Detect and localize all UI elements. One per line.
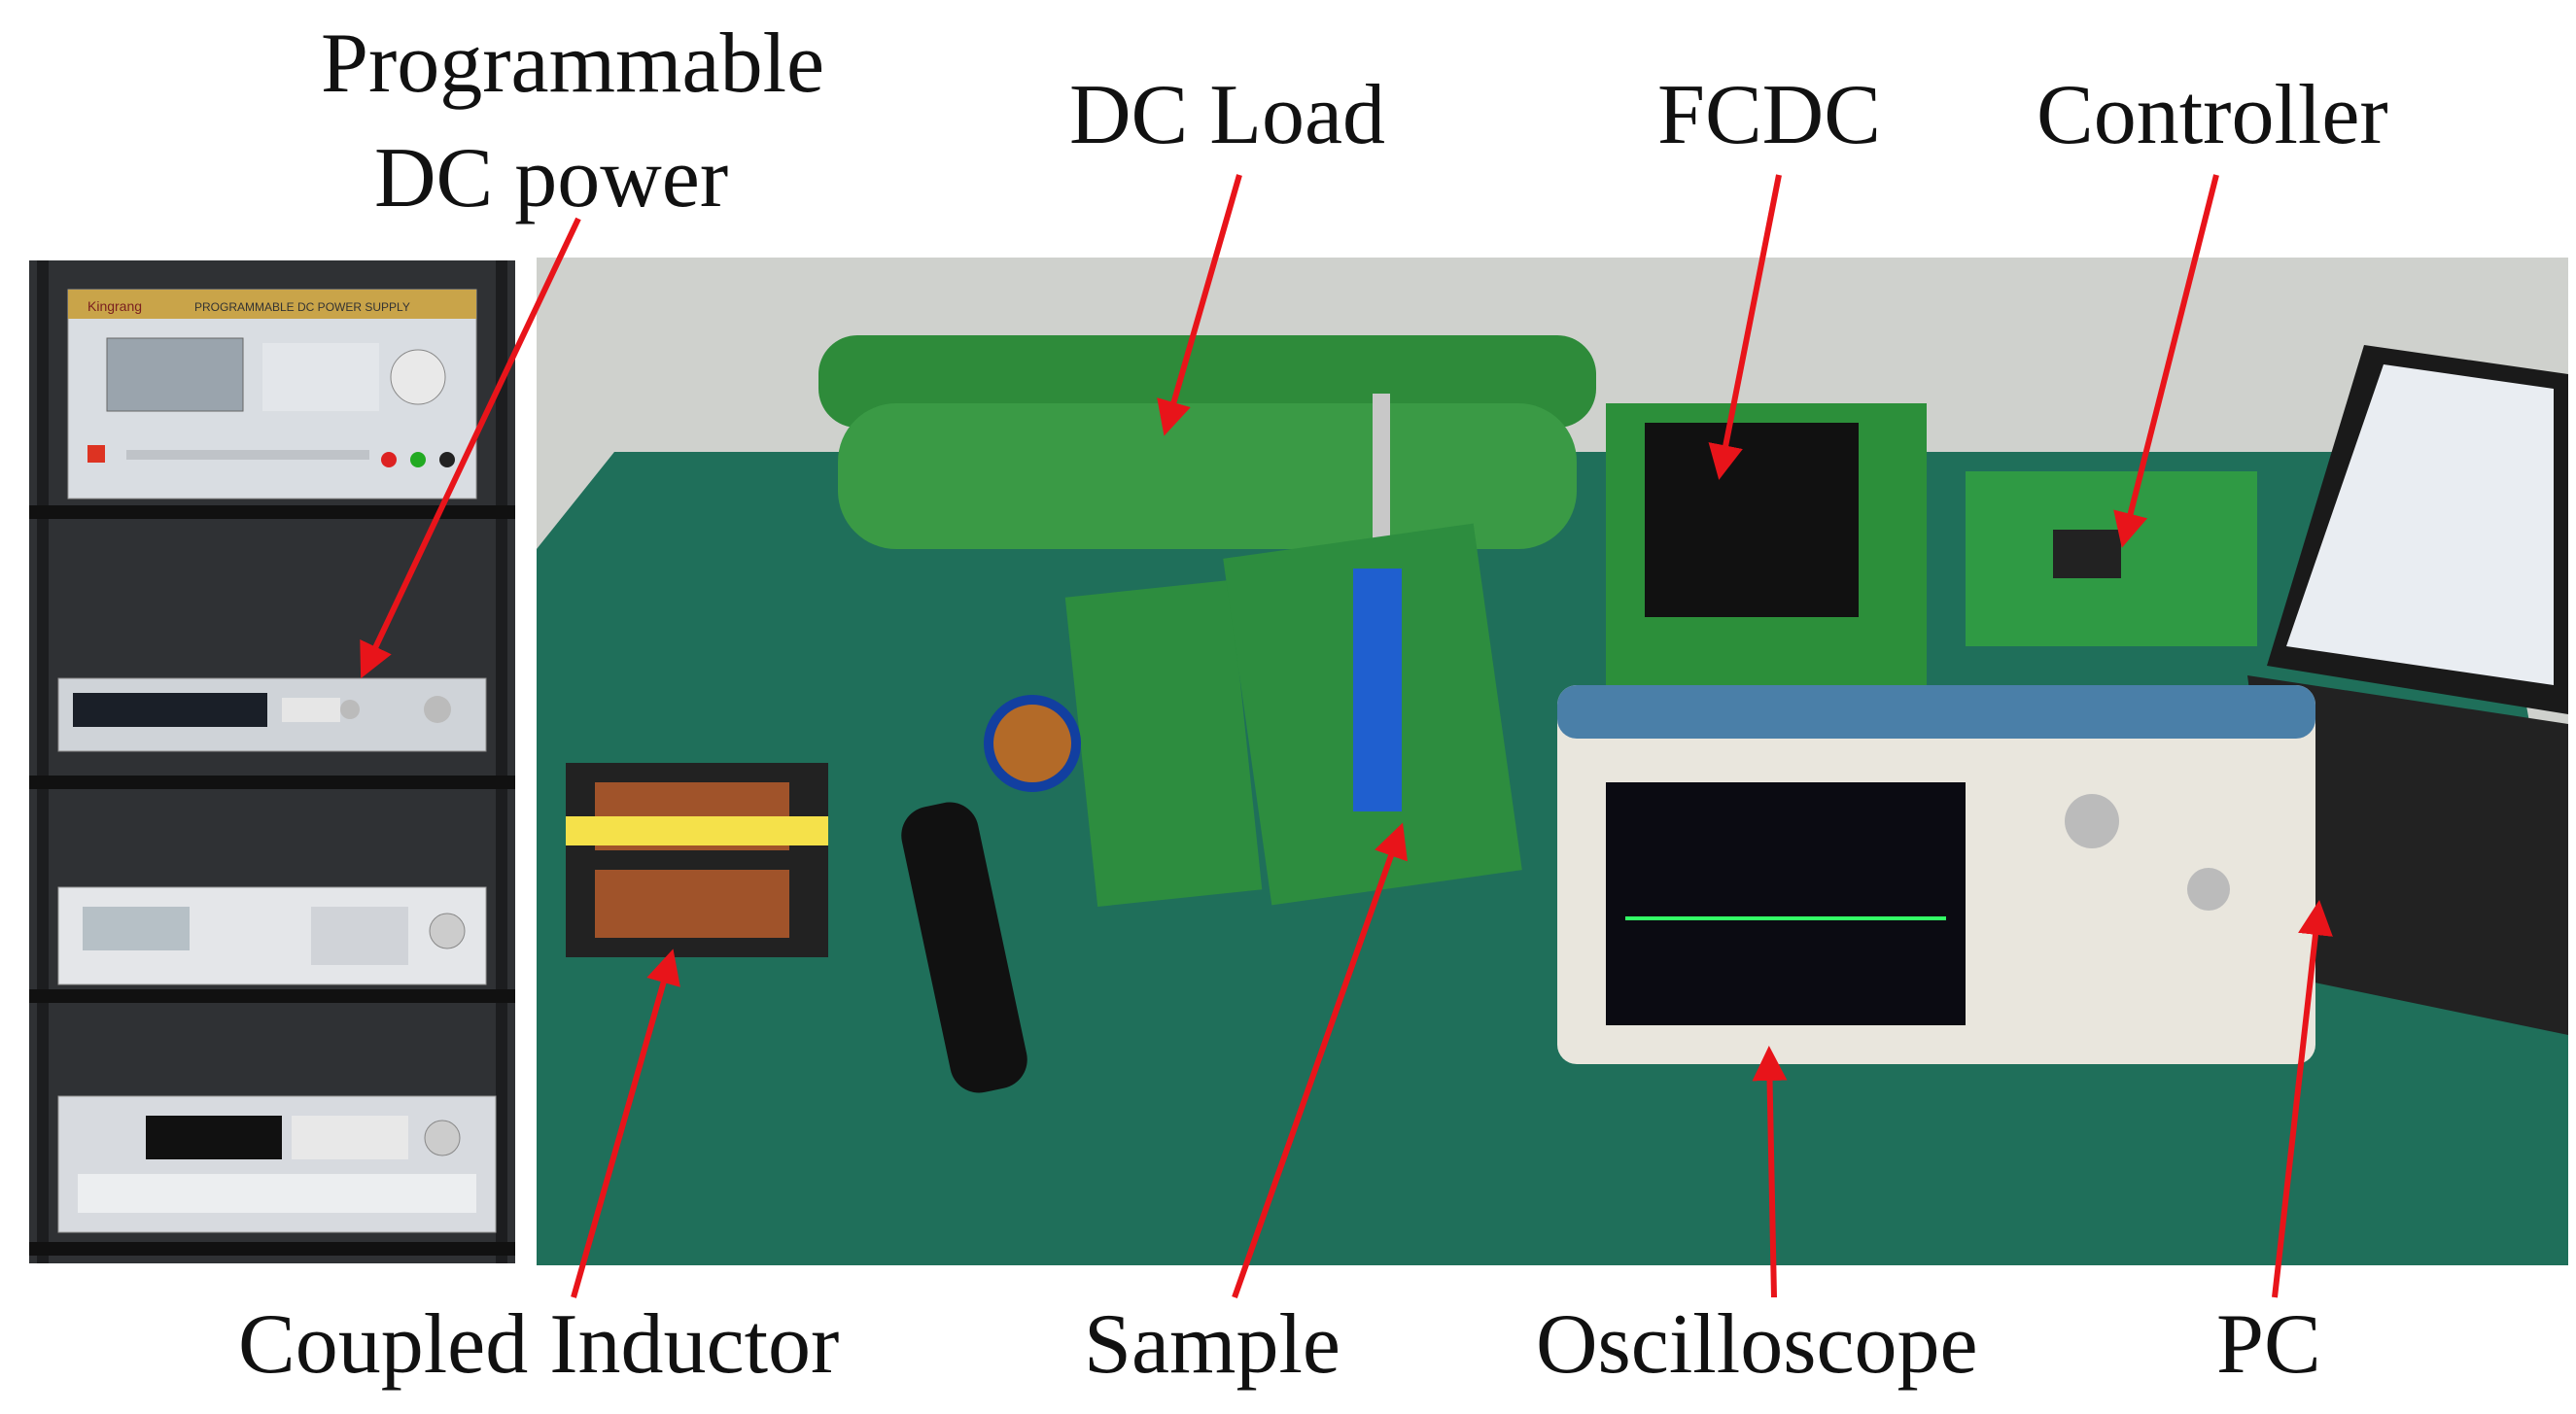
arrow-fcdc <box>1708 174 1782 480</box>
fcdc-board <box>1606 403 1927 695</box>
arrow-pc <box>2272 900 2333 1298</box>
programmable-dc-power-supply <box>67 289 477 500</box>
ac-source <box>57 886 487 985</box>
label-controller: Controller <box>2036 68 2388 162</box>
oscilloscope-device <box>1557 685 2315 1064</box>
label-pc: PC <box>2216 1297 2321 1392</box>
arrow-controller <box>2113 174 2219 548</box>
power-supply-title: PROGRAMMABLE DC POWER SUPPLY <box>194 300 410 314</box>
arrow-oscilloscope <box>1752 1046 1788 1298</box>
dc-load-resistor <box>818 335 1596 559</box>
label-fcdc: FCDC <box>1657 68 1881 162</box>
label-sample: Sample <box>1084 1297 1340 1392</box>
arrow-dc-load <box>1157 174 1242 436</box>
controller-board <box>1966 471 2257 646</box>
sample-boards <box>1064 523 1522 908</box>
label-programmable-line2: DC power <box>374 131 729 225</box>
rack-illustration: Kingrang PROGRAMMABLE DC POWER SUPPLY <box>29 260 515 1263</box>
electronic-load <box>57 677 487 752</box>
coupled-inductor-core <box>566 763 828 957</box>
arrow-sample <box>1232 822 1408 1299</box>
bench-illustration <box>537 258 2568 1265</box>
rack-photo: Kingrang PROGRAMMABLE DC POWER SUPPLY <box>29 260 515 1263</box>
bottom-unit <box>57 1095 497 1233</box>
laptop <box>2247 345 2568 1035</box>
arrow-programmable-dc-power <box>360 217 581 679</box>
toroid-inductor <box>984 695 1081 792</box>
arrow-coupled-inductor <box>571 948 680 1298</box>
label-programmable-line1: Programmable <box>321 17 825 111</box>
bench-photo <box>537 258 2568 1265</box>
label-oscilloscope: Oscilloscope <box>1536 1297 1978 1392</box>
label-dc-load: DC Load <box>1069 68 1386 162</box>
current-probe <box>901 802 1027 1093</box>
label-coupled-inductor: Coupled Inductor <box>238 1297 840 1392</box>
power-supply-brand: Kingrang <box>87 298 142 314</box>
